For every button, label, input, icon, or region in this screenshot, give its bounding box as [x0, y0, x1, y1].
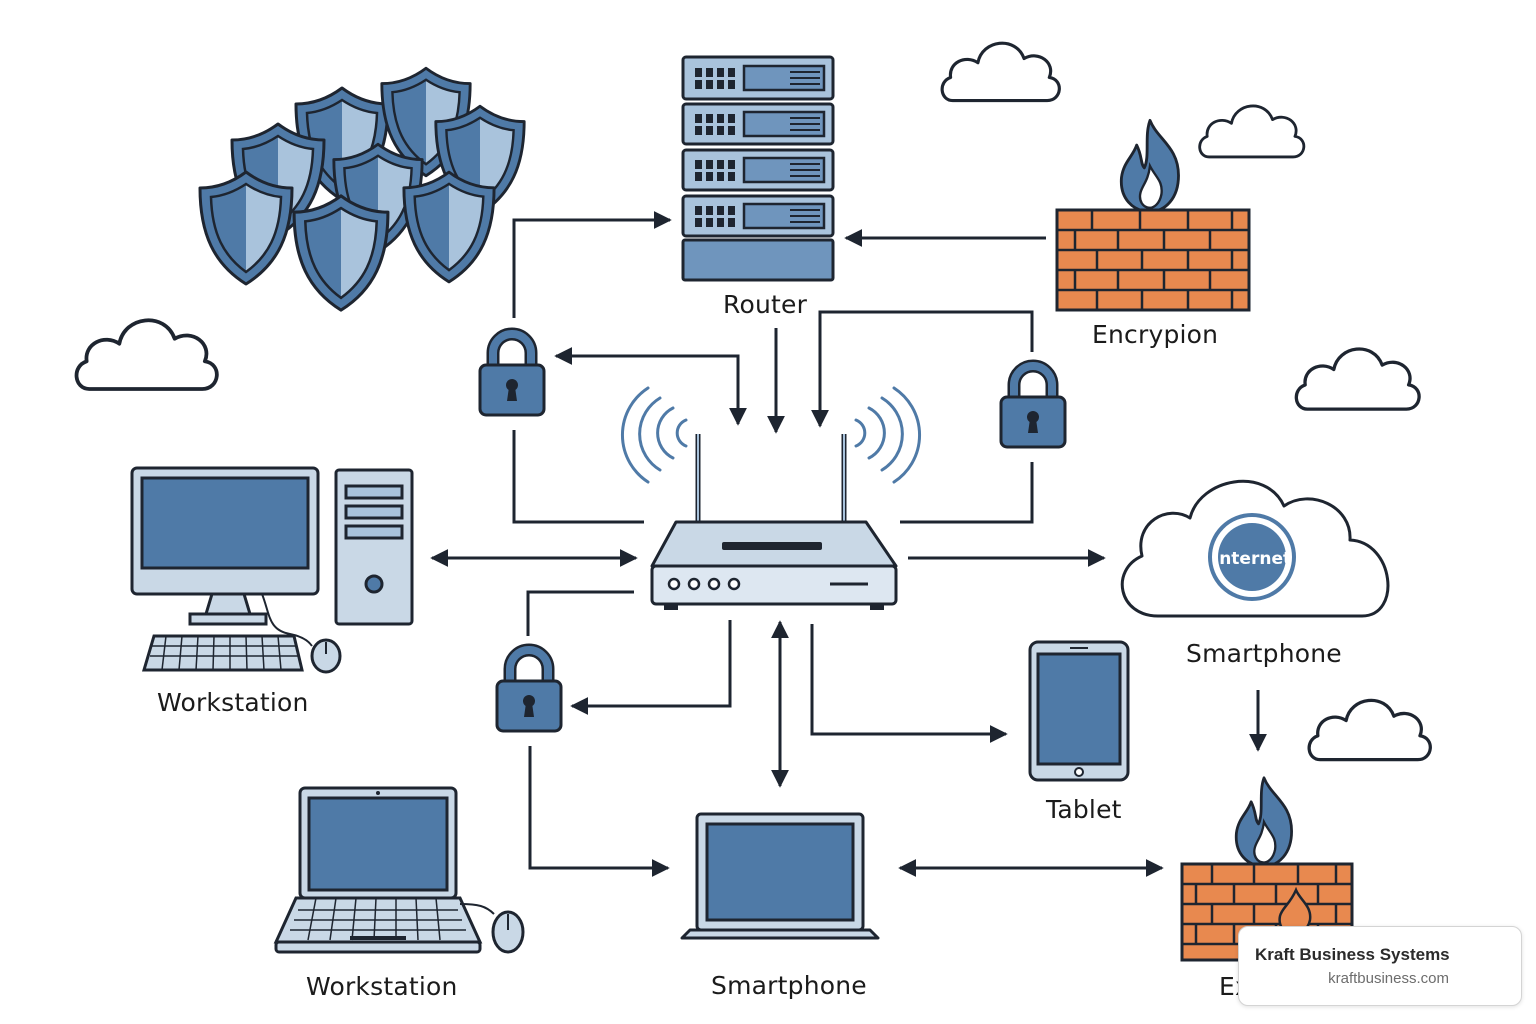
cloud-icon: [1307, 698, 1433, 762]
laptop-icon: [273, 786, 525, 954]
encryption-label: Encrypion: [1092, 320, 1219, 349]
lock-icon: [480, 334, 544, 415]
smartphone-laptop-label: Smartphone: [711, 971, 867, 1000]
cloud-icon: [74, 318, 219, 391]
workstation-desktop-label: Workstation: [157, 688, 309, 717]
brand-card: Kraft Business Systems kraftbusiness.com: [1238, 926, 1522, 1006]
internet-badge-label: Internet: [1213, 549, 1291, 569]
router-label: Router: [723, 290, 808, 319]
tablet-label: Tablet: [1046, 795, 1122, 824]
connector-lines: [430, 211, 1267, 877]
lock-icon: [1001, 366, 1065, 447]
firewall-icon: [1055, 118, 1251, 312]
server-rack-icon: [681, 55, 835, 282]
brand-name: Kraft Business Systems: [1255, 945, 1450, 964]
workstation-laptop-label: Workstation: [306, 972, 458, 1001]
cloud-icon: [940, 41, 1061, 103]
cloud-icon: [1198, 104, 1306, 159]
tablet-icon: [1028, 640, 1130, 782]
lock-icon: [497, 650, 561, 731]
cloud-icon: [1294, 347, 1421, 411]
desktop-computer-icon: [130, 466, 414, 674]
wifi-waves-icon: [620, 386, 922, 484]
smartphone-cloud-label: Smartphone: [1186, 639, 1342, 668]
internet-cloud-icon: [1120, 479, 1390, 618]
wireless-router-icon: [650, 434, 898, 610]
brand-url: kraftbusiness.com: [1328, 970, 1449, 987]
laptop-icon: [680, 812, 880, 940]
shield-cluster-icon: [198, 66, 526, 312]
